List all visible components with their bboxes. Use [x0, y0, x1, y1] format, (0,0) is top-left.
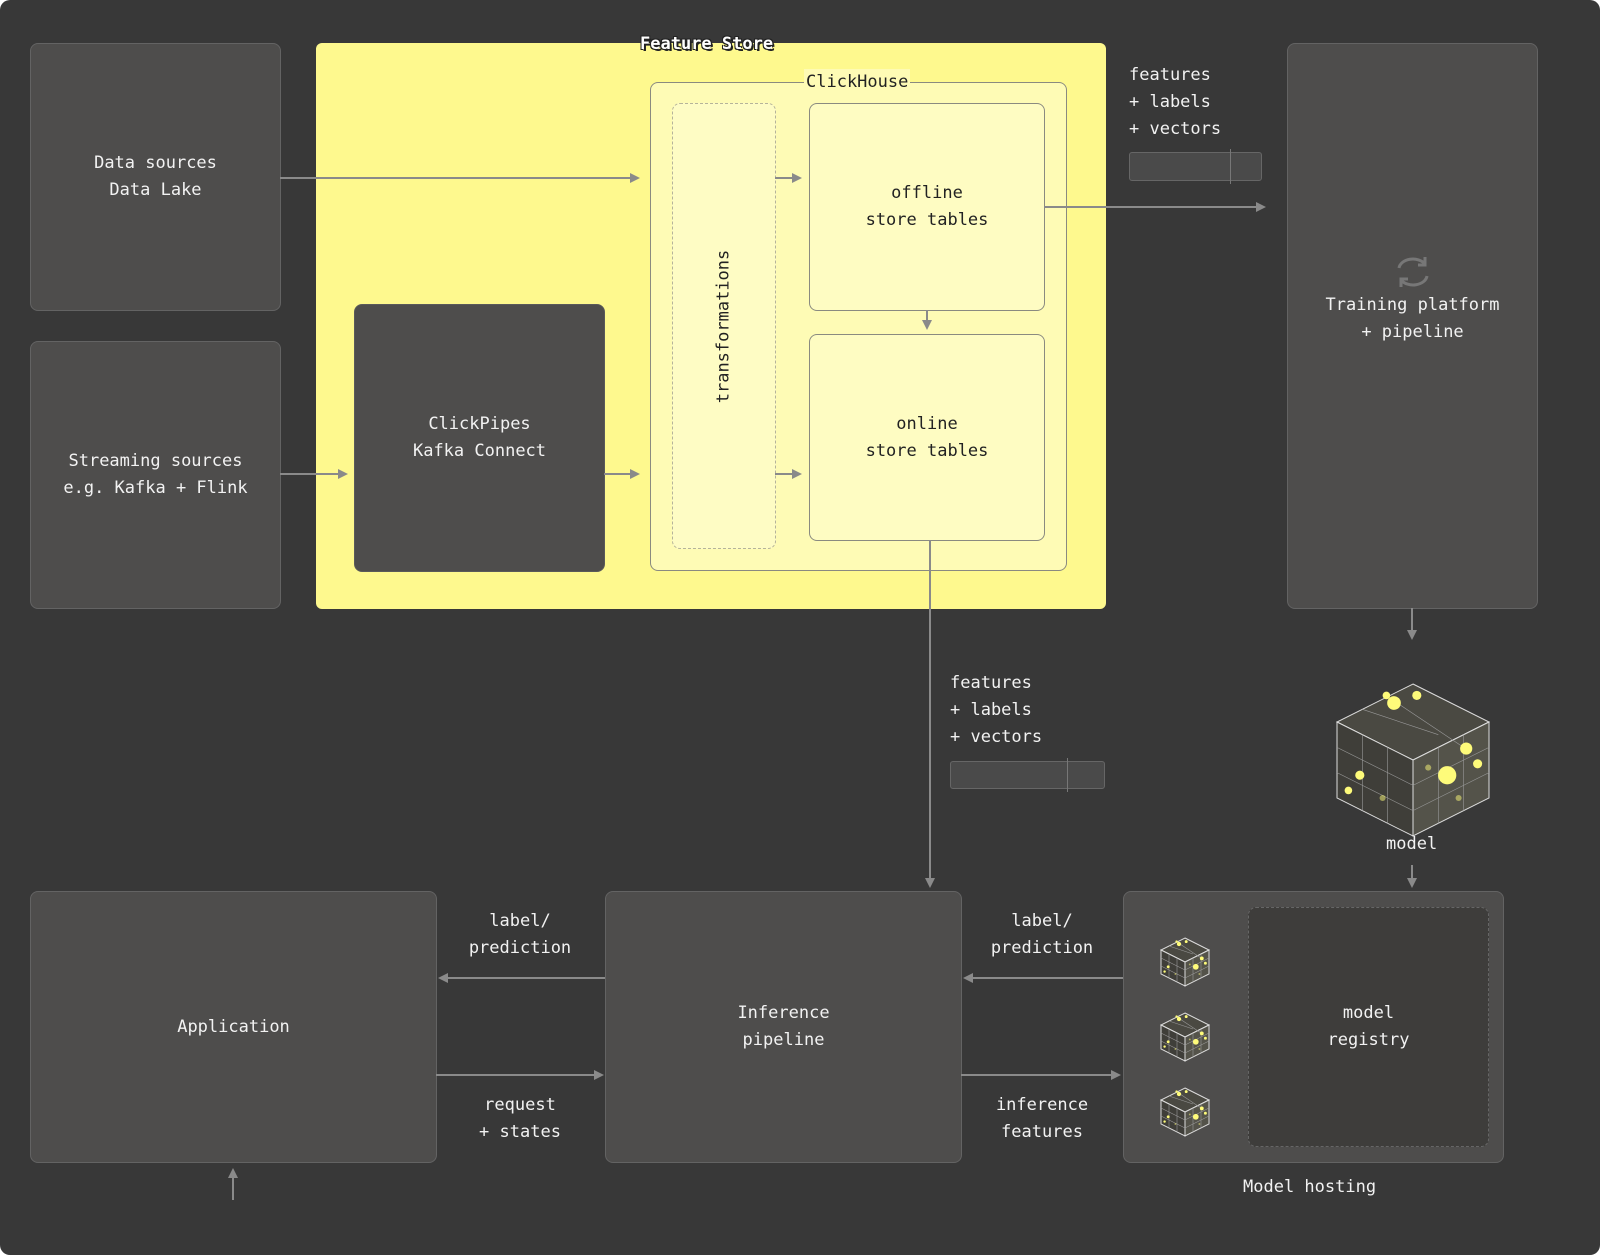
- streaming-sources-label: Streaming sources e.g. Kafka + Flink: [63, 451, 248, 498]
- arrow-head: [1256, 202, 1266, 212]
- application-label: Application: [177, 1016, 290, 1037]
- feature-store-title: Feature Store: [640, 34, 774, 54]
- streaming-sources-box: Streaming sources e.g. Kafka + Flink: [30, 341, 281, 609]
- features-label-mid: features + labels + vectors: [950, 673, 1043, 747]
- arrow-head: [228, 1168, 238, 1178]
- model-cube-icon-3: [1159, 1087, 1211, 1137]
- transformations-box: transformations: [672, 103, 776, 549]
- inference-pipeline-box: Inference pipeline: [605, 891, 962, 1163]
- model-registry-box: model registry: [1248, 907, 1489, 1147]
- arrow-head: [630, 469, 640, 479]
- application-box: Application: [30, 891, 437, 1163]
- host-prediction-label: label/ prediction: [990, 911, 1094, 958]
- model-cube-icon-2: [1159, 1012, 1211, 1062]
- inference-label: Inference pipeline: [737, 1003, 830, 1050]
- arrow-head: [1407, 630, 1417, 640]
- online-store-tables: online store tables: [809, 334, 1045, 541]
- model-cube-icon-1: [1159, 937, 1211, 987]
- offline-store-label: offline store tables: [865, 183, 989, 230]
- arrow-head: [963, 973, 973, 983]
- model-label: model: [1386, 834, 1438, 854]
- offline-store-tables: offline store tables: [809, 103, 1045, 311]
- data-sources-label: Data sources Data Lake: [94, 153, 217, 200]
- model-cube-icon: [1335, 683, 1491, 837]
- arrow-head: [438, 973, 448, 983]
- features-label-top: features + labels + vectors: [1129, 65, 1222, 139]
- arrow-head: [792, 173, 802, 183]
- arrow-head: [1407, 878, 1417, 888]
- arrow-head: [630, 173, 640, 183]
- clickpipes-box: ClickPipes Kafka Connect: [354, 304, 605, 572]
- arrow-head: [925, 878, 935, 888]
- app-prediction-label: label/ prediction: [468, 911, 572, 958]
- model-registry-label: model registry: [1327, 1003, 1410, 1050]
- online-store-label: online store tables: [865, 413, 989, 461]
- training-platform-box: Training platform + pipeline: [1287, 43, 1538, 609]
- feature-vector-bar-mid: [950, 758, 1105, 792]
- clickhouse-title: ClickHouse: [804, 69, 911, 96]
- arrow-head: [594, 1070, 604, 1080]
- arrow-head: [792, 469, 802, 479]
- clickpipes-label: ClickPipes Kafka Connect: [412, 414, 547, 461]
- feature-vector-bar-top: [1129, 149, 1262, 184]
- inference-features-label: inference features: [995, 1095, 1089, 1142]
- arrow-head: [338, 469, 348, 479]
- arrow-head: [922, 320, 932, 330]
- training-label: Training platform + pipeline: [1325, 295, 1500, 342]
- request-states-label: request + states: [479, 1095, 561, 1142]
- data-sources-box: Data sources Data Lake: [30, 43, 281, 311]
- refresh-icon: [1397, 257, 1429, 287]
- arrow-head: [1111, 1070, 1121, 1080]
- model-hosting-label: Model hosting: [1243, 1177, 1377, 1197]
